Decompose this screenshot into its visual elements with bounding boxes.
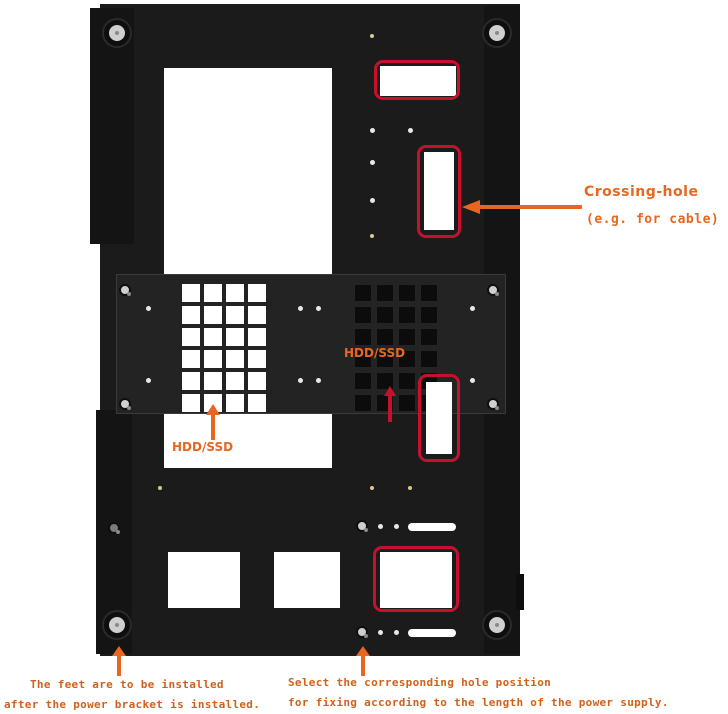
bracket-screw-icon (119, 398, 131, 410)
bracket-screw-icon (487, 284, 499, 296)
arrow-up-icon (112, 646, 126, 676)
psu-slot (408, 523, 456, 531)
psu-side-tab (516, 574, 524, 610)
mount-dot (408, 128, 413, 133)
hdd-vent-grid-right (354, 284, 438, 412)
psu-screw-icon (356, 520, 368, 532)
hdd-ssd-label-left: HDD/SSD (172, 440, 234, 454)
psu-hole (378, 524, 383, 529)
arrow-up-icon (356, 646, 370, 676)
psu-hole (378, 630, 383, 635)
psu-caption-line1: Select the corresponding hole position (288, 676, 552, 689)
left-rail (90, 8, 134, 244)
psu-cutout-highlight (373, 546, 459, 612)
side-screw-icon (108, 522, 120, 534)
bracket-hole (316, 306, 321, 311)
feet-caption-line2: after the power bracket is installed. (4, 698, 261, 711)
crossing-hole-lower (426, 382, 452, 454)
crossing-hole-top-highlight (374, 60, 460, 100)
crossing-hole-label: Crossing-hole (584, 184, 699, 200)
psu-screw-icon (356, 626, 368, 638)
bracket-hole (298, 378, 303, 383)
arrow-up-icon (206, 404, 220, 440)
psu-cutout-middle (274, 552, 340, 608)
mount-dot (370, 34, 374, 38)
crossing-hole-top (380, 66, 456, 96)
mount-dot (158, 486, 162, 490)
hdd-ssd-label-right: HDD/SSD (344, 346, 406, 360)
crossing-hole-vertical-highlight (417, 145, 461, 238)
bracket-hole (146, 378, 151, 383)
psu-slot (408, 629, 456, 637)
bracket-hole (298, 306, 303, 311)
large-cutout-top (164, 68, 332, 276)
crossing-hole-lower-highlight (418, 374, 460, 462)
large-cutout-lower (164, 412, 332, 468)
mount-dot (408, 486, 412, 490)
psu-hole (394, 630, 399, 635)
bracket-hole (470, 306, 475, 311)
mount-dot (370, 198, 375, 203)
foot-bottom-right-icon (484, 612, 510, 638)
foot-top-right-icon (484, 20, 510, 46)
arrow-left-icon (462, 200, 582, 214)
arrow-up-icon (384, 386, 396, 422)
bracket-hole (146, 306, 151, 311)
crossing-hole-vertical (424, 152, 454, 230)
hdd-vent-grid-left (182, 284, 266, 412)
mount-dot (370, 128, 375, 133)
psu-hole (394, 524, 399, 529)
foot-bottom-left-icon (104, 612, 130, 638)
mount-dot (370, 486, 374, 490)
mount-dot (370, 160, 375, 165)
bracket-screw-icon (119, 284, 131, 296)
bracket-hole (316, 378, 321, 383)
bracket-screw-icon (487, 398, 499, 410)
psu-cutout-left (168, 552, 240, 608)
feet-caption-line1: The feet are to be installed (30, 678, 224, 691)
foot-top-left-icon (104, 20, 130, 46)
mount-dot (370, 234, 374, 238)
psu-cutout-right (380, 552, 452, 608)
bracket-hole (470, 378, 475, 383)
psu-caption-line2: for fixing according to the length of th… (288, 696, 669, 709)
crossing-hole-example: (e.g. for cable) (586, 212, 720, 227)
